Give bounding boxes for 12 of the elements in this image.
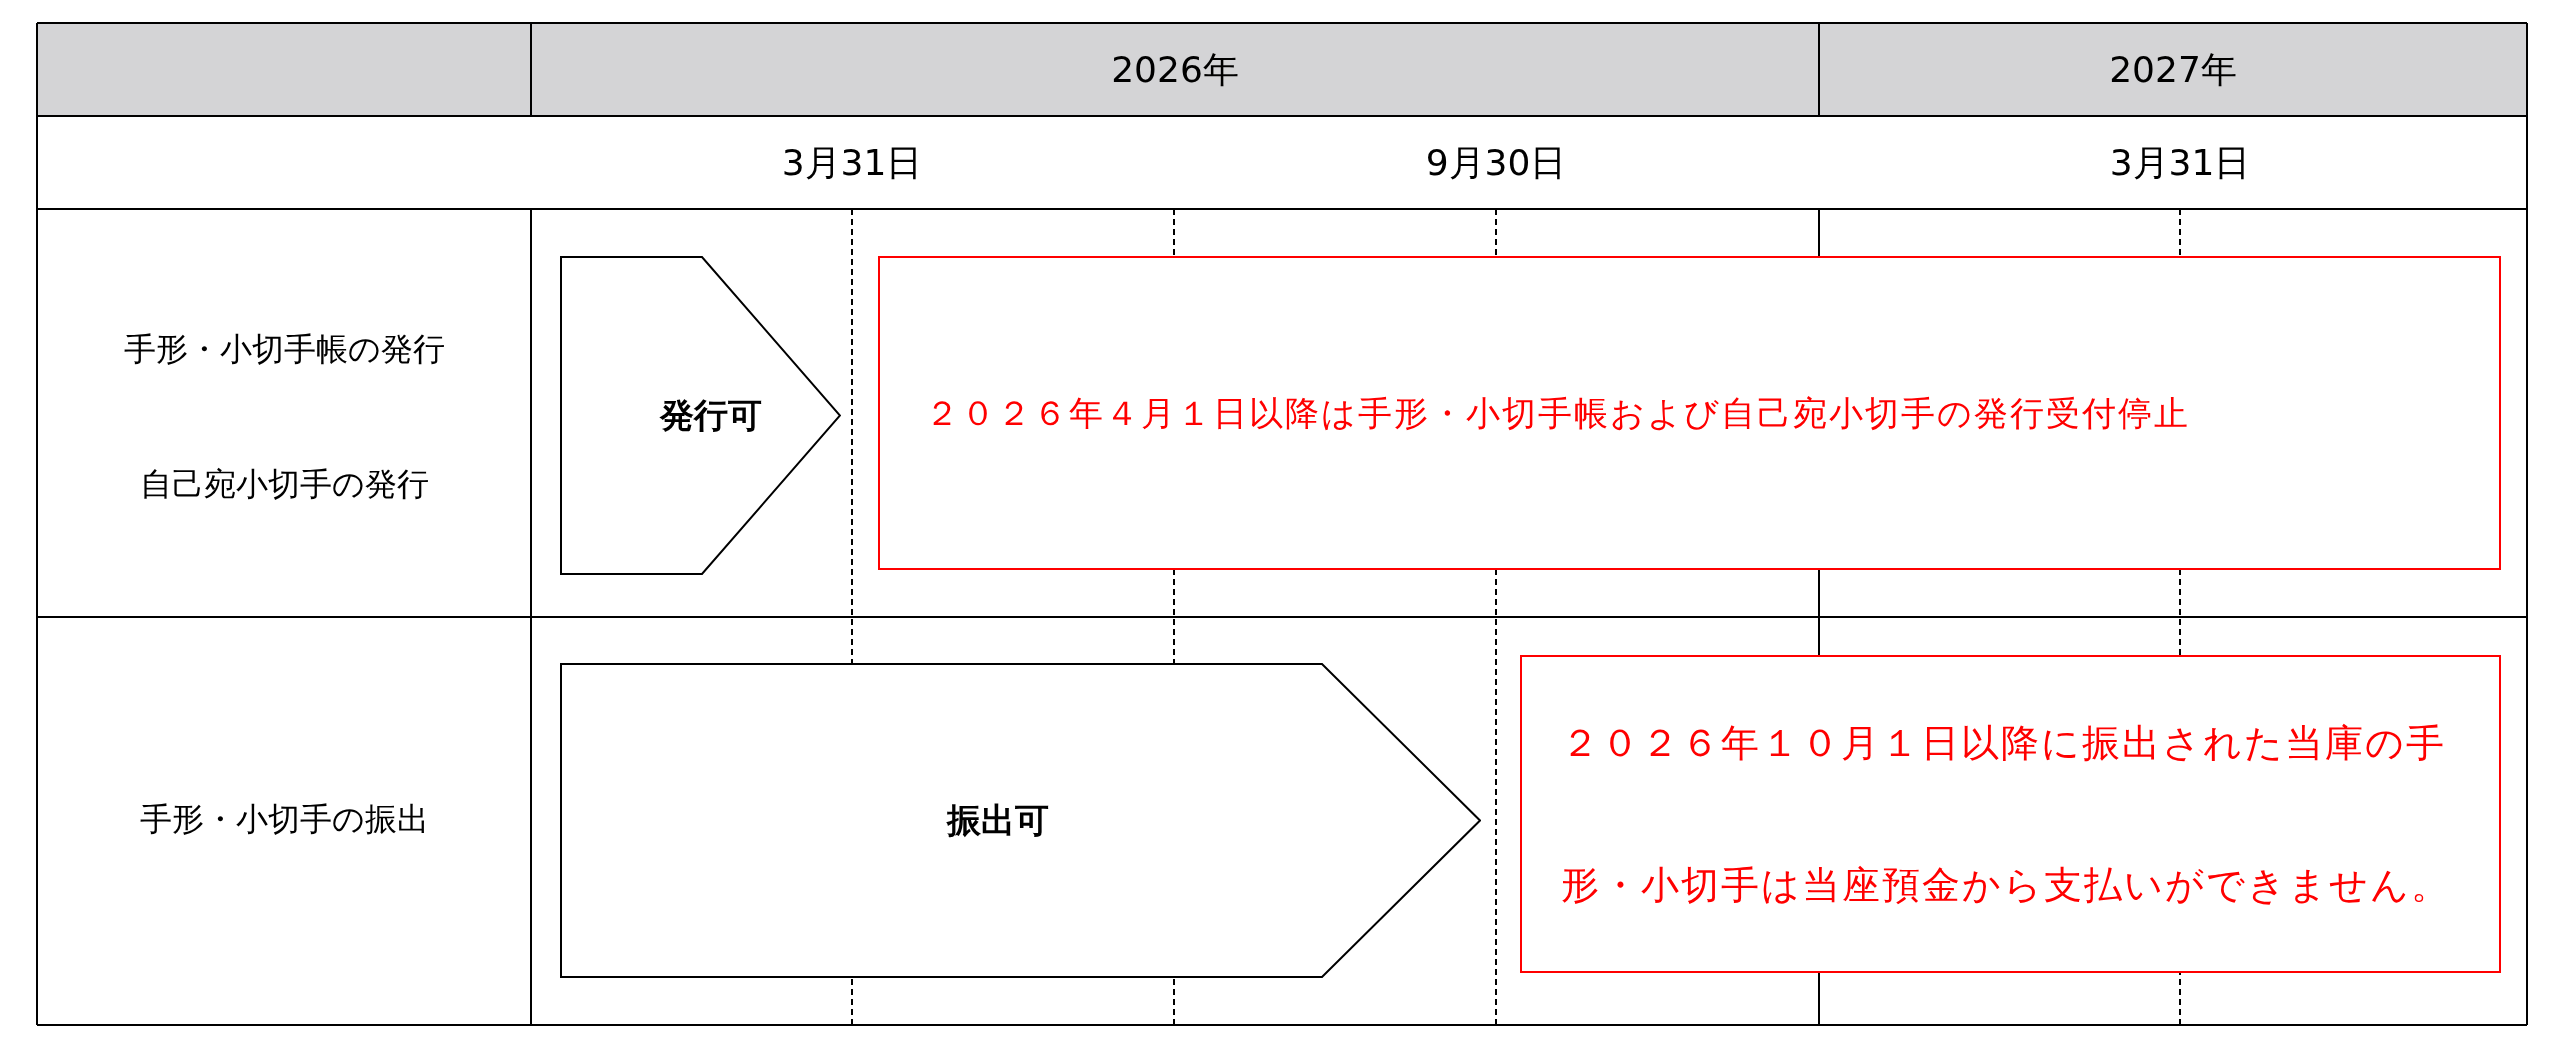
period-pentagon: 振出可 <box>560 663 1481 978</box>
row-label: 自己宛小切手の発行 <box>139 464 429 505</box>
row-label: 手形・小切手の振出 <box>139 799 429 840</box>
date-label: 9月30日 <box>1425 140 1567 185</box>
row-label: 手形・小切手帳の発行 <box>123 329 445 370</box>
date-label: 3月31日 <box>2109 140 2251 185</box>
date-label: 3月31日 <box>781 140 923 185</box>
year-header: 2027年 <box>2109 47 2237 92</box>
notice-box: ２０２６年１０月１日以降に振出された当庫の手形・小切手は当座預金から支払いができません。 <box>1520 655 2501 973</box>
notice-box: ２０２６年４月１日以降は手形・小切手帳および自己宛小切手の発行受付停止 <box>878 256 2501 570</box>
period-pentagon: 発行可 <box>560 256 841 575</box>
year-header: 2026年 <box>1111 47 1239 92</box>
